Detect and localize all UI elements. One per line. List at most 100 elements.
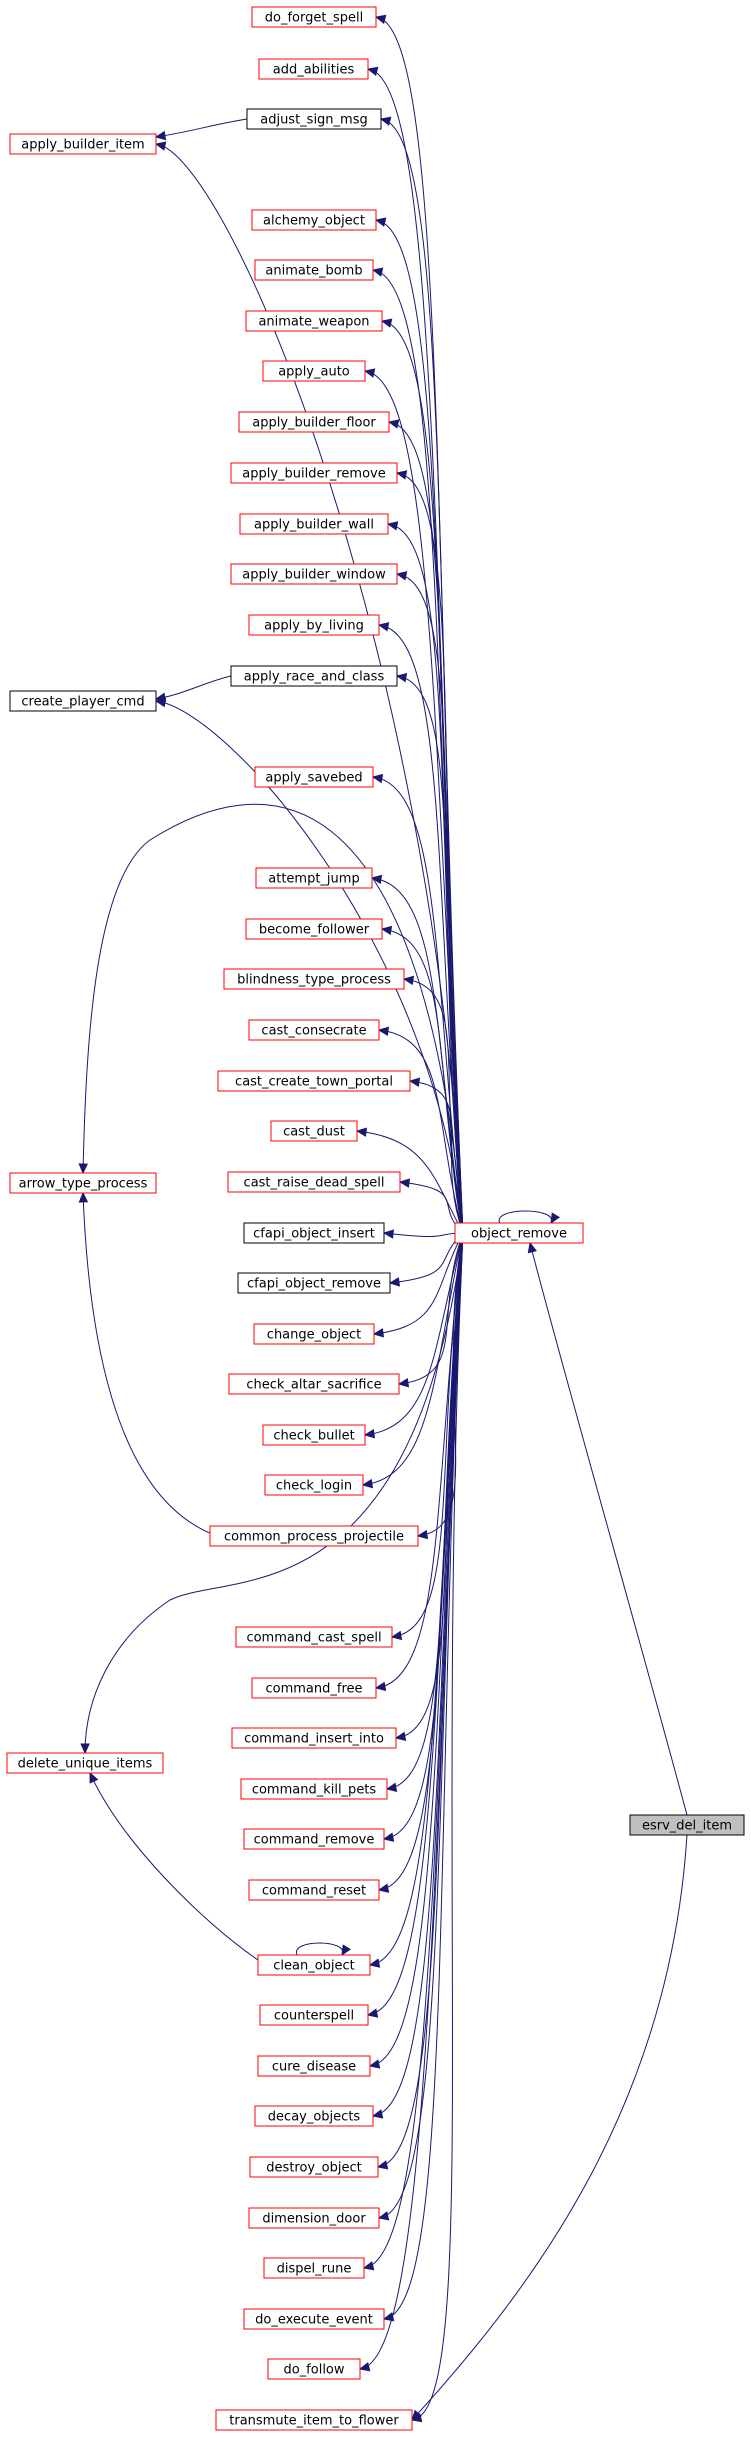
node-apply_builder_window[interactable]: apply_builder_window — [230, 563, 398, 585]
node-apply_savebed[interactable]: apply_savebed — [254, 766, 374, 788]
node-label-object_remove: object_remove — [471, 1227, 567, 1242]
edge-object_remove-to-apply_builder_floor-arrowhead — [387, 419, 400, 429]
edge-object_remove-to-object_remove-line — [498, 1210, 552, 1224]
node-check_login[interactable]: check_login — [264, 1474, 364, 1496]
node-command_kill_pets[interactable]: command_kill_pets — [240, 1778, 388, 1800]
edge-object_remove-to-command_reset — [377, 1232, 464, 1893]
node-label-animate_bomb: animate_bomb — [265, 264, 362, 279]
edge-object_remove-to-apply_builder_remove — [395, 470, 464, 1234]
node-create_player_cmd[interactable]: create_player_cmd — [9, 690, 157, 712]
node-alchemy_object[interactable]: alchemy_object — [251, 209, 377, 231]
edge-object_remove-to-do_follow-arrowhead — [358, 2362, 371, 2372]
node-box-common_process_projectile — [209, 1525, 419, 1547]
node-dispel_rune[interactable]: dispel_rune — [263, 2257, 365, 2279]
node-box-command_reset — [248, 1879, 380, 1901]
edge-apply_race_and_class-to-create_player_cmd — [154, 675, 232, 702]
edge-object_remove-to-do_execute_event — [382, 1232, 464, 2322]
node-apply_builder_floor[interactable]: apply_builder_floor — [238, 411, 390, 433]
node-command_remove[interactable]: command_remove — [243, 1828, 385, 1850]
node-apply_race_and_class[interactable]: apply_race_and_class — [230, 665, 398, 687]
node-label-command_free: command_free — [265, 1682, 362, 1697]
node-check_bullet[interactable]: check_bullet — [262, 1424, 366, 1446]
edge-object_remove-to-check_login-line — [362, 1232, 464, 1486]
edge-object_remove-to-object_remove — [498, 1210, 560, 1225]
node-box-command_remove — [243, 1828, 385, 1850]
node-blindness_type_process[interactable]: blindness_type_process — [223, 968, 405, 990]
edge-object_remove-to-add_abilities-line — [367, 68, 464, 1234]
edge-object_remove-to-apply_savebed-line — [372, 776, 464, 1234]
node-do_follow[interactable]: do_follow — [267, 2358, 361, 2380]
node-cast_dust[interactable]: cast_dust — [270, 1120, 358, 1142]
node-animate_bomb[interactable]: animate_bomb — [254, 259, 374, 281]
node-apply_builder_item[interactable]: apply_builder_item — [9, 133, 157, 155]
node-label-command_cast_spell: command_cast_spell — [246, 1631, 381, 1646]
edge-object_remove-to-cfapi_object_insert — [382, 1229, 464, 1239]
edge-object_remove-to-transmute_item_to_flower-line — [411, 1232, 464, 2421]
node-box-object_remove — [454, 1222, 584, 1244]
edge-object_remove-to-cast_raise_dead_spell — [398, 1178, 464, 1234]
edge-object_remove-to-command_free-arrowhead — [374, 1681, 387, 1692]
node-cast_consecrate[interactable]: cast_consecrate — [248, 1019, 380, 1041]
node-destroy_object[interactable]: destroy_object — [249, 2156, 379, 2178]
node-box-dimension_door — [248, 2207, 380, 2229]
node-attempt_jump[interactable]: attempt_jump — [255, 867, 373, 889]
node-apply_by_living[interactable]: apply_by_living — [248, 614, 380, 636]
node-box-apply_auto — [262, 360, 366, 382]
edge-apply_race_and_class-to-create_player_cmd-line — [155, 675, 232, 700]
edge-object_remove-to-do_follow-line — [359, 1232, 464, 2370]
edge-object_remove-to-command_cast_spell-arrowhead — [390, 1630, 403, 1641]
edge-object_remove-to-cast_dust-arrowhead — [355, 1127, 368, 1137]
node-counterspell[interactable]: counterspell — [259, 2004, 369, 2026]
node-arrow_type_process[interactable]: arrow_type_process — [9, 1172, 157, 1194]
edge-object_remove-to-cfapi_object_insert-arrowhead — [382, 1229, 394, 1239]
node-command_cast_spell[interactable]: command_cast_spell — [235, 1626, 393, 1648]
node-transmute_item_to_flower[interactable]: transmute_item_to_flower — [215, 2409, 413, 2431]
node-check_altar_sacrifice[interactable]: check_altar_sacrifice — [228, 1373, 400, 1395]
node-apply_auto[interactable]: apply_auto — [262, 360, 366, 382]
edge-object_remove-to-change_object-line — [373, 1232, 464, 1335]
node-label-clean_object: clean_object — [273, 1959, 355, 1974]
node-cast_raise_dead_spell[interactable]: cast_raise_dead_spell — [227, 1171, 401, 1193]
edge-object_remove-to-cast_create_town_portal-arrowhead — [408, 1077, 421, 1087]
edge-object_remove-to-command_free-line — [375, 1232, 464, 1689]
node-label-change_object: change_object — [267, 1328, 361, 1343]
edge-object_remove-to-decay_objects-line — [372, 1232, 464, 2117]
node-decay_objects[interactable]: decay_objects — [254, 2105, 374, 2127]
node-do_execute_event[interactable]: do_execute_event — [243, 2308, 385, 2330]
node-object_remove[interactable]: object_remove — [454, 1222, 584, 1244]
node-delete_unique_items[interactable]: delete_unique_items — [6, 1752, 164, 1774]
node-clean_object[interactable]: clean_object — [257, 1954, 371, 1976]
node-label-apply_builder_remove: apply_builder_remove — [242, 467, 385, 482]
node-command_insert_into[interactable]: command_insert_into — [231, 1727, 397, 1749]
edge-object_remove-to-add_abilities — [366, 66, 464, 1234]
node-add_abilities[interactable]: add_abilities — [258, 58, 369, 80]
node-cast_create_town_portal[interactable]: cast_create_town_portal — [217, 1070, 411, 1092]
node-box-animate_bomb — [254, 259, 374, 281]
node-cfapi_object_insert[interactable]: cfapi_object_insert — [243, 1222, 385, 1244]
node-do_forget_spell[interactable]: do_forget_spell — [251, 6, 377, 28]
node-label-apply_builder_window: apply_builder_window — [242, 568, 386, 583]
node-esrv_del_item[interactable]: esrv_del_item — [629, 1814, 745, 1836]
node-cfapi_object_remove[interactable]: cfapi_object_remove — [237, 1272, 391, 1294]
node-adjust_sign_msg[interactable]: adjust_sign_msg — [246, 108, 382, 130]
node-apply_builder_remove[interactable]: apply_builder_remove — [230, 462, 398, 484]
edge-object_remove-to-apply_builder_remove-arrowhead — [395, 470, 408, 480]
node-box-apply_builder_item — [9, 133, 157, 155]
node-box-apply_by_living — [248, 614, 380, 636]
node-animate_weapon[interactable]: animate_weapon — [245, 310, 383, 332]
edge-object_remove-to-delete_unique_items-line — [84, 1242, 463, 1754]
node-label-cast_consecrate: cast_consecrate — [261, 1024, 366, 1039]
edge-clean_object-to-clean_object-line — [296, 1942, 343, 1956]
node-apply_builder_wall[interactable]: apply_builder_wall — [239, 513, 389, 535]
node-become_follower[interactable]: become_follower — [245, 918, 383, 940]
node-box-apply_builder_window — [230, 563, 398, 585]
node-common_process_projectile[interactable]: common_process_projectile — [209, 1525, 419, 1547]
node-label-counterspell: counterspell — [274, 2009, 354, 2024]
node-dimension_door[interactable]: dimension_door — [248, 2207, 380, 2229]
edge-object_remove-to-add_abilities-arrowhead — [366, 66, 379, 76]
node-command_reset[interactable]: command_reset — [248, 1879, 380, 1901]
node-change_object[interactable]: change_object — [253, 1323, 375, 1345]
node-box-attempt_jump — [255, 867, 373, 889]
node-cure_disease[interactable]: cure_disease — [257, 2055, 371, 2077]
node-command_free[interactable]: command_free — [251, 1677, 377, 1699]
